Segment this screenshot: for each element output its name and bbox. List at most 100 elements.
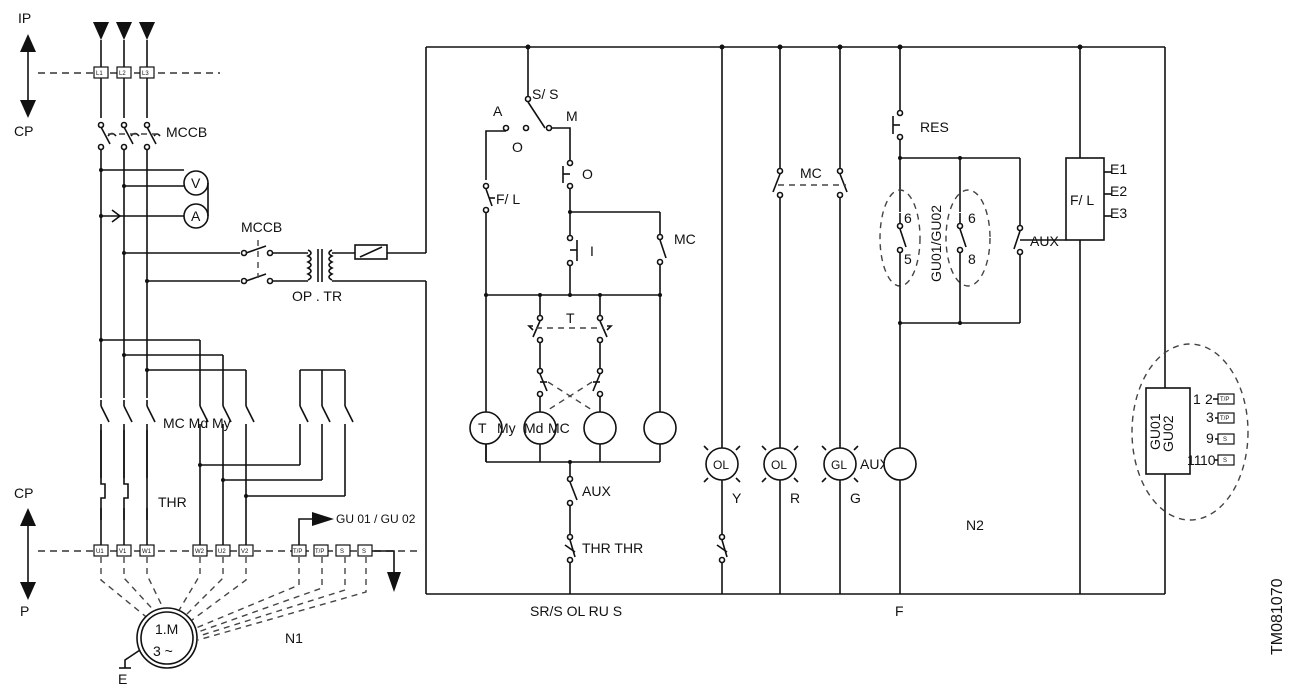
timer-contacts bbox=[527, 314, 613, 344]
svg-text:A: A bbox=[191, 208, 201, 224]
terminal-v1 bbox=[116, 544, 132, 557]
terminal-s-1 bbox=[335, 544, 351, 557]
motor bbox=[136, 607, 198, 669]
op-transformer bbox=[306, 249, 334, 282]
gu-arrow-label: GU 01 / GU 02 bbox=[336, 512, 416, 526]
f-label: F bbox=[895, 603, 904, 619]
gu-pins-6-8 bbox=[945, 189, 991, 287]
gu-module-label-1: GU01 bbox=[1147, 413, 1163, 450]
n2-label: N2 bbox=[966, 517, 984, 533]
float-level-contact bbox=[482, 182, 495, 214]
ss-label: S/ S bbox=[532, 86, 558, 102]
svg-text:S: S bbox=[1223, 458, 1227, 464]
gu-module: GU01 GU02 1 3 9 11 2 10 T/P T/P S S bbox=[1131, 343, 1249, 521]
gu-arrow bbox=[312, 512, 334, 526]
coil-label-mc: MC bbox=[548, 420, 570, 436]
gu-pin-11: 11 bbox=[1187, 452, 1202, 468]
coil-label-md: Md bbox=[524, 420, 543, 436]
ip-label: IP bbox=[18, 10, 31, 26]
fl-label: F/ L bbox=[496, 191, 520, 207]
svg-text:U2: U2 bbox=[218, 549, 226, 555]
y-label: Y bbox=[732, 490, 742, 506]
coil-label-my: My bbox=[497, 420, 516, 436]
motor-cables bbox=[100, 557, 367, 641]
aux-lamp-label: AUX bbox=[860, 456, 889, 472]
aux-label: AUX bbox=[582, 483, 611, 499]
terminal-l2 bbox=[116, 66, 132, 79]
gu-pin-3: 3 bbox=[1206, 409, 1214, 425]
mc-contact-label: MC bbox=[674, 231, 696, 247]
thr-label: THR bbox=[158, 494, 187, 510]
svg-text:L2: L2 bbox=[119, 71, 126, 77]
svg-text:U1: U1 bbox=[96, 549, 104, 555]
cp-bottom-label: CP bbox=[14, 485, 33, 501]
gu-terminal-tp-1 bbox=[1217, 393, 1235, 405]
gu-pin-2: 2 bbox=[1205, 391, 1213, 407]
pin-5: 5 bbox=[904, 251, 912, 267]
cp-top-label: CP bbox=[14, 123, 33, 139]
svg-text:T/P: T/P bbox=[1220, 416, 1229, 422]
terminal-l3 bbox=[139, 66, 155, 79]
electrode-e1: E1 bbox=[1110, 161, 1127, 177]
coil-my bbox=[583, 411, 617, 445]
terminal-tp-2 bbox=[313, 544, 329, 557]
motor-label-2: 3 ~ bbox=[153, 643, 173, 659]
terminal-l1 bbox=[93, 66, 109, 79]
document-id-watermark: TM081070 bbox=[1269, 578, 1286, 655]
g-label: G bbox=[850, 490, 861, 506]
m-label: M bbox=[566, 108, 578, 124]
gu-terminal-s-1 bbox=[1217, 433, 1235, 445]
aux-parallel-contact bbox=[1013, 224, 1024, 256]
mccb-main-breaker bbox=[97, 121, 161, 151]
svg-text:L1: L1 bbox=[96, 71, 103, 77]
terminal-u2 bbox=[215, 544, 231, 557]
mccb-main-label: MCCB bbox=[166, 124, 207, 140]
n1-label: N1 bbox=[285, 630, 303, 646]
svg-text:S: S bbox=[362, 549, 366, 555]
svg-text:V2: V2 bbox=[241, 549, 249, 555]
pin-6-left: 6 bbox=[904, 210, 912, 226]
electrode-e2: E2 bbox=[1110, 183, 1127, 199]
incoming-arrow-l1 bbox=[93, 22, 109, 40]
control-circuit: S/ S A M O F/ L O bbox=[425, 44, 1166, 619]
r-label: R bbox=[790, 490, 800, 506]
svg-text:L3: L3 bbox=[142, 71, 149, 77]
fl-box-label: F/ L bbox=[1070, 192, 1094, 208]
contactor-contacts bbox=[100, 400, 354, 432]
mccb-op-label: MCCB bbox=[241, 219, 282, 235]
svg-text:T/P: T/P bbox=[1220, 397, 1229, 403]
svg-text:V: V bbox=[191, 175, 201, 191]
pin-6-right: 6 bbox=[968, 210, 976, 226]
earth-label: E bbox=[118, 671, 127, 687]
aux-contact bbox=[566, 475, 578, 507]
selector-pos-m bbox=[545, 124, 553, 132]
gu-pin-10: 10 bbox=[1200, 452, 1216, 468]
bottom-left-label: SR/S OL RU S bbox=[530, 603, 622, 619]
cp-up-arrow bbox=[20, 508, 36, 526]
pin-8: 8 bbox=[968, 251, 976, 267]
incoming-arrow-l3 bbox=[139, 22, 155, 40]
electrode-e3: E3 bbox=[1110, 205, 1127, 221]
o-stop-contact bbox=[562, 159, 574, 190]
mccb-op-breaker bbox=[240, 240, 274, 285]
terminal-w2 bbox=[192, 544, 208, 557]
svg-text:S: S bbox=[340, 549, 344, 555]
aux-contact-label: AUX bbox=[1030, 233, 1059, 249]
contactors-label: MC Md My bbox=[163, 415, 231, 431]
o-contact-label: O bbox=[582, 166, 593, 182]
lamp-gl-label: GL bbox=[831, 458, 847, 472]
coil-mc bbox=[643, 411, 677, 445]
incoming-arrow-l2 bbox=[116, 22, 132, 40]
mc-holding-contact bbox=[656, 233, 667, 266]
coil-aux bbox=[883, 447, 917, 481]
res-contact bbox=[892, 109, 904, 141]
svg-text:T/P: T/P bbox=[293, 549, 302, 555]
selector-pos-a-left bbox=[502, 124, 510, 132]
p-label: P bbox=[20, 603, 29, 619]
i-label: I bbox=[590, 243, 594, 259]
terminal-v2 bbox=[238, 544, 254, 557]
t-label: T bbox=[566, 310, 575, 326]
gu-terminal-s-2 bbox=[1217, 454, 1235, 466]
res-label: RES bbox=[920, 119, 949, 135]
